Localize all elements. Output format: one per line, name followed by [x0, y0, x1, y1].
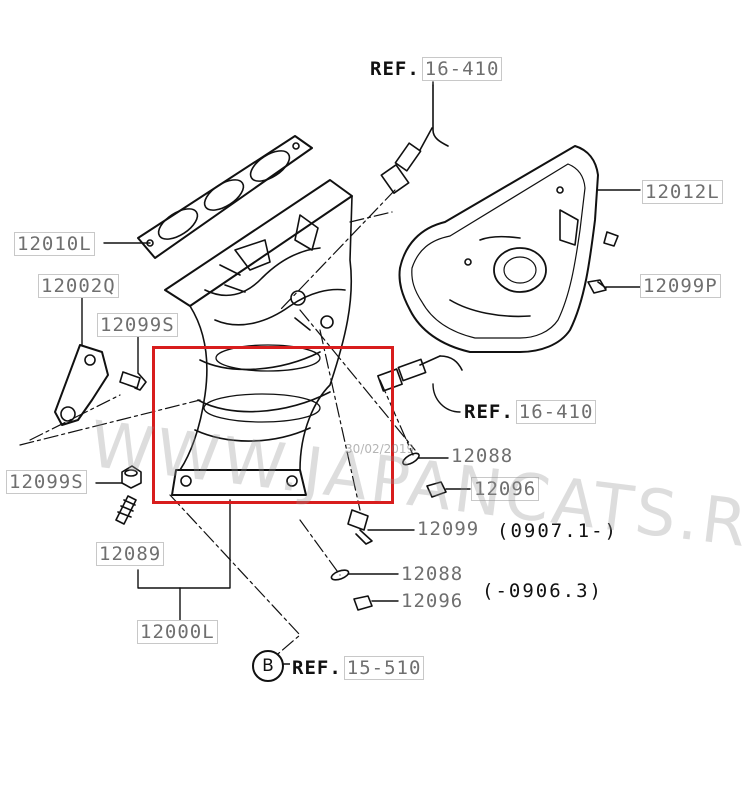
ref-word: REF.	[292, 657, 342, 679]
ref-word: REF.	[464, 401, 514, 423]
part-label-12088-lower[interactable]: 12088	[399, 563, 466, 585]
part-label-12099P[interactable]: 12099P	[640, 274, 721, 298]
gasket-12088-upper	[402, 452, 420, 466]
part-label-12089[interactable]: 12089	[96, 542, 165, 566]
ref-label-middle[interactable]: REF.16-410	[462, 400, 599, 424]
ref-word: REF.	[370, 58, 420, 80]
bolt-12099	[347, 509, 373, 545]
part-label-12099S-upper[interactable]: 12099S	[97, 313, 178, 337]
part-label-12096-lower[interactable]: 12096	[399, 590, 466, 612]
ref-label-bottom[interactable]: REF.15-510	[290, 656, 427, 680]
center-lines	[19, 189, 416, 666]
ref-number: 16-410	[515, 400, 597, 424]
ref-number: 16-410	[421, 57, 503, 81]
part-label-12099[interactable]: 12099	[415, 518, 482, 540]
leader-lines	[81, 81, 641, 665]
part-label-12088-upper[interactable]: 12088	[449, 445, 516, 467]
manifold-catalyst-12000L	[164, 179, 353, 496]
part-label-12012L[interactable]: 12012L	[642, 180, 723, 204]
nut-12096-lower	[353, 595, 373, 611]
nut-12096-upper	[426, 481, 447, 498]
range-label-old: (-0906.3)	[482, 580, 603, 602]
highlight-box	[152, 346, 394, 504]
bolt-12099P	[587, 279, 607, 294]
watermark-date: 30/02/2019	[345, 442, 415, 456]
part-label-12099S-lower[interactable]: 12099S	[6, 470, 87, 494]
range-label-new: (0907.1-)	[497, 520, 618, 542]
bolt-12099S-upper	[119, 371, 147, 391]
heat-shield-12012L	[398, 145, 619, 353]
ref-number: 15-510	[343, 656, 425, 680]
stud-12089	[115, 495, 137, 525]
part-label-12010L[interactable]: 12010L	[14, 232, 95, 256]
part-label-12000L[interactable]: 12000L	[137, 620, 218, 644]
gasket-12088-lower	[330, 569, 350, 581]
part-label-12002Q[interactable]: 12002Q	[38, 274, 119, 298]
part-label-12096-upper[interactable]: 12096	[471, 477, 540, 501]
section-marker-b[interactable]: B	[252, 650, 284, 682]
ref-label-top[interactable]: REF.16-410	[368, 57, 505, 81]
oxygen-sensor-upper	[380, 84, 449, 194]
